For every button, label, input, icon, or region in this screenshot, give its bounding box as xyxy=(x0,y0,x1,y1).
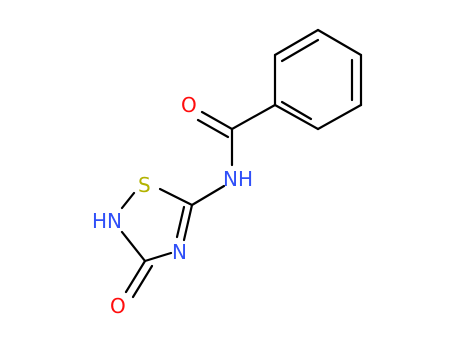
bond xyxy=(196,118,230,139)
bond xyxy=(120,191,136,210)
atom-o-carbonyl: O xyxy=(181,93,197,117)
bond xyxy=(273,103,320,131)
atom-nh-amide: NH xyxy=(223,167,253,191)
bond xyxy=(200,110,234,131)
benzene-ring xyxy=(273,28,363,131)
atom-n-ring: N xyxy=(172,240,187,264)
bond xyxy=(273,28,320,57)
bond xyxy=(124,259,147,294)
bond xyxy=(120,230,147,263)
bond xyxy=(175,205,186,239)
bond xyxy=(182,203,194,242)
bond xyxy=(316,28,363,57)
bond xyxy=(230,103,277,131)
bond xyxy=(316,103,363,131)
bond xyxy=(280,38,320,63)
thiadiazole-ring xyxy=(120,187,194,263)
bond xyxy=(131,264,154,299)
atom-hn-ring: HN xyxy=(92,209,122,233)
bond xyxy=(280,100,313,121)
bond xyxy=(158,187,194,207)
atom-s-ring: S xyxy=(138,173,151,197)
bond xyxy=(143,251,173,263)
atom-o-ring: O xyxy=(110,294,126,318)
bond xyxy=(190,184,226,207)
